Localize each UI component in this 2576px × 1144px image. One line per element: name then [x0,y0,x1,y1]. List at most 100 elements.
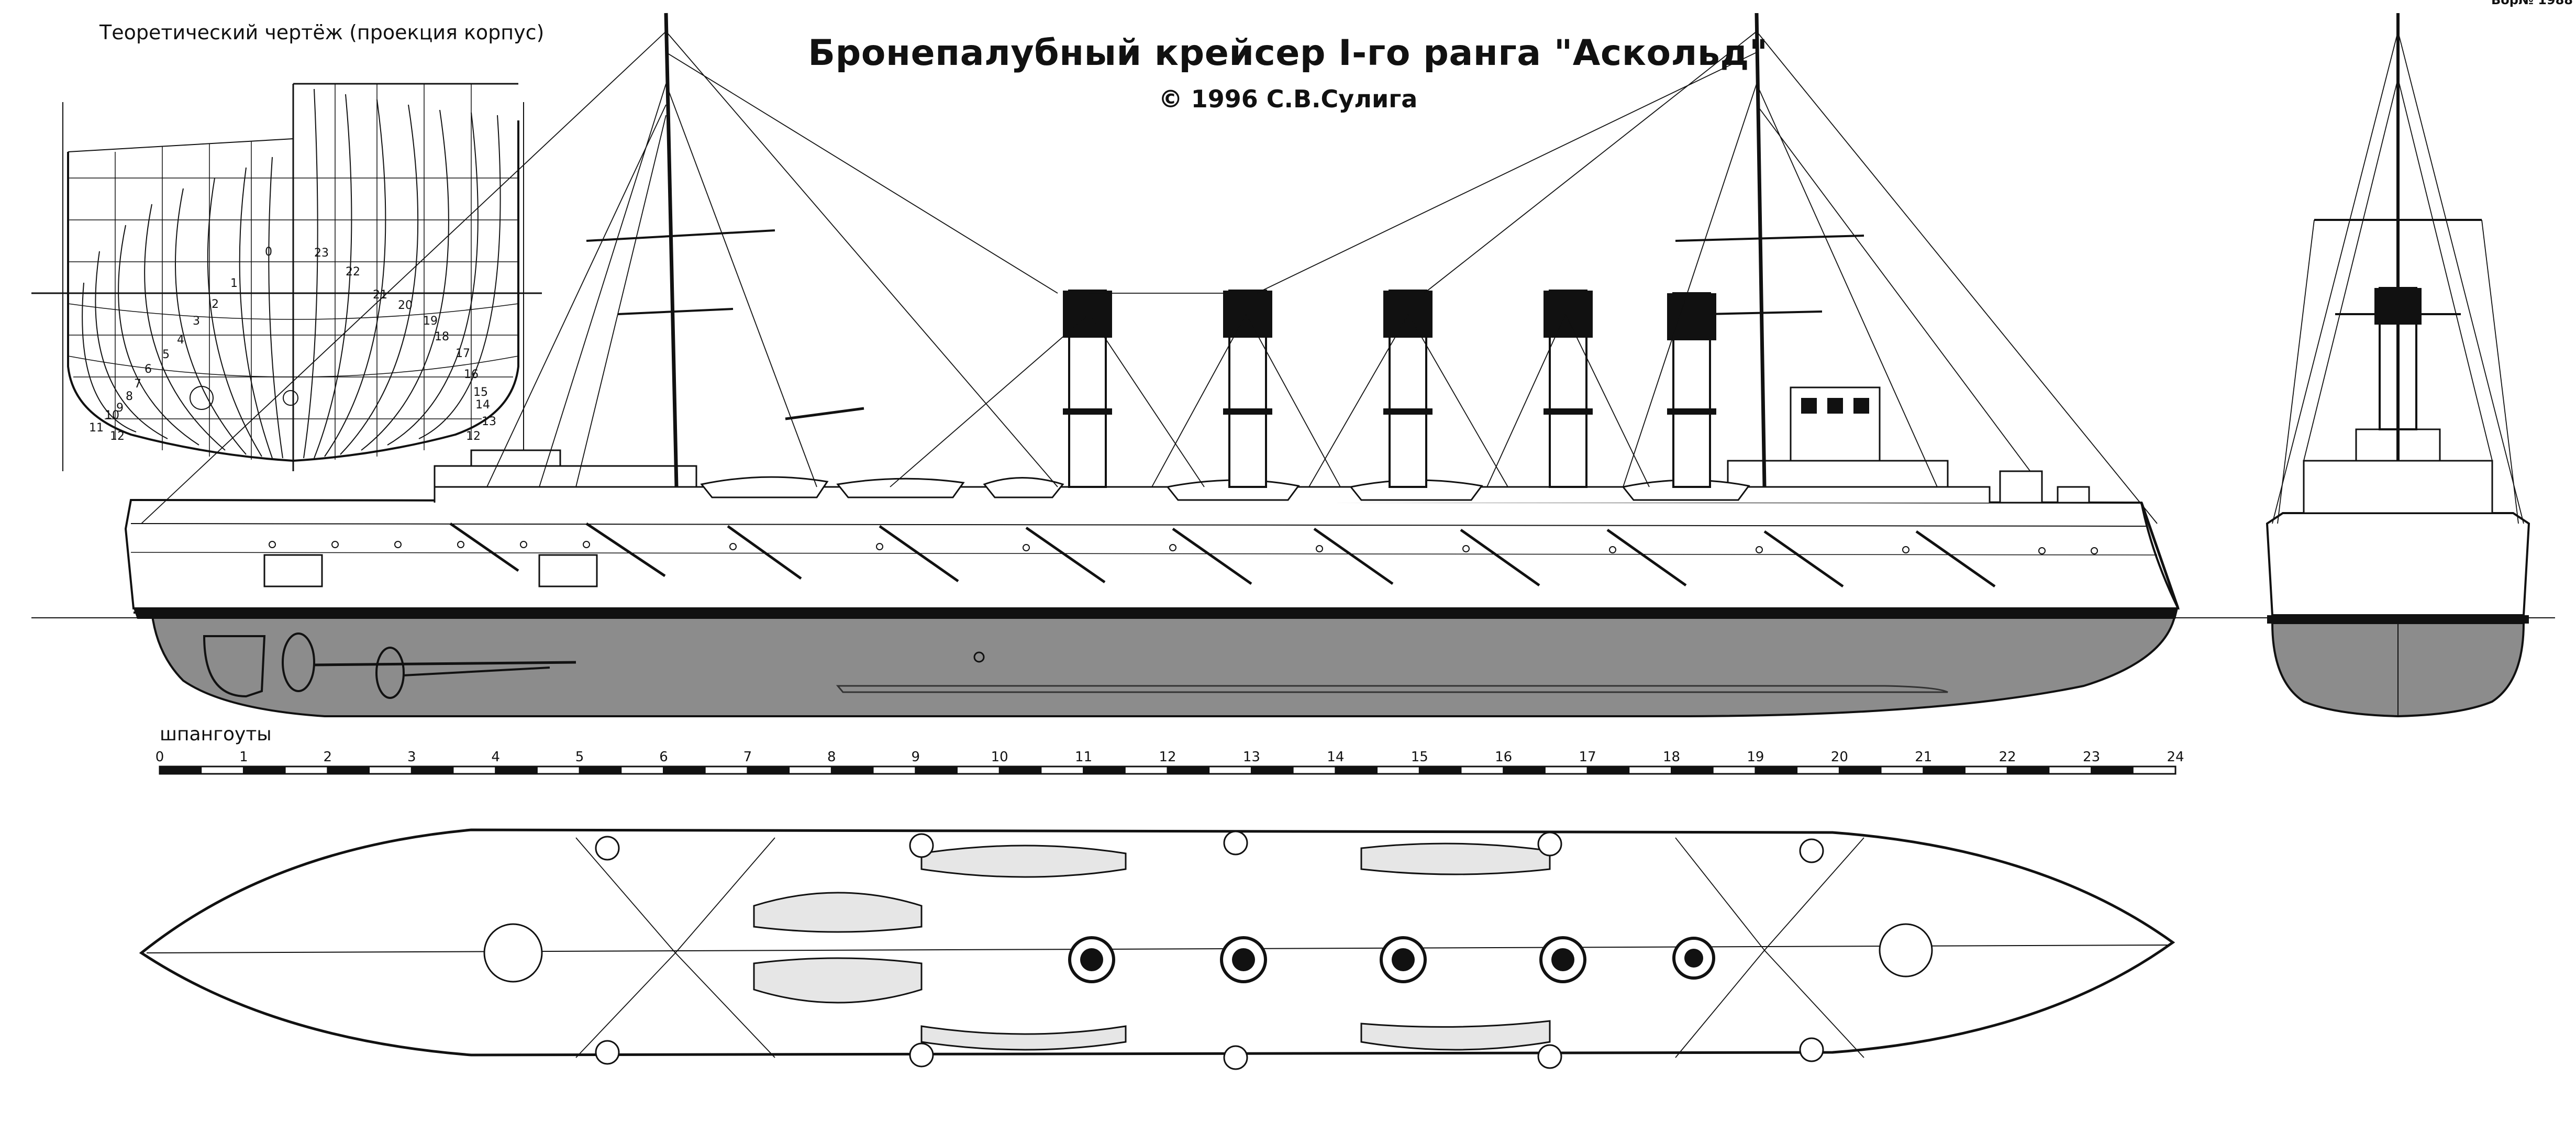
svg-text:14: 14 [475,398,490,412]
scale-segment [1000,767,1042,774]
svg-text:2: 2 [212,298,219,311]
deck-rigging [575,837,1864,1058]
scale-label: 19 [1747,749,1764,765]
side-boats [700,476,1750,501]
fore-bridge [434,465,697,488]
copyright-line: © 1996 С.В.Сулига [1158,85,1418,113]
scale-segment [1419,767,1462,774]
deck-outline [139,828,2175,1057]
drawing-title: Бронепалубный крейсер I-го ранга "Асколь… [808,32,1768,74]
body-plan [31,83,542,471]
svg-text:23: 23 [314,247,329,260]
rigging [141,31,2158,524]
scale-label: 24 [2167,749,2184,765]
scale-label: 23 [2083,749,2100,765]
scale-label: 3 [407,749,416,765]
svg-text:18: 18 [435,330,449,343]
svg-text:4: 4 [177,334,184,347]
scale-segment [1335,767,1378,774]
scale-label: 1 [239,749,248,765]
scale-segment [1083,767,1126,774]
scale-segment [1755,767,1798,774]
sheet-number: Вор№ 1988 [2491,0,2573,7]
svg-text:6: 6 [145,363,152,376]
svg-text:19: 19 [423,315,438,328]
scale-label: 9 [911,749,920,765]
svg-text:12: 12 [466,430,481,443]
scale-label: 5 [575,749,584,765]
scale-segment [243,767,286,774]
scale-label: 22 [1999,749,2016,765]
underwater-hull [134,612,2177,717]
deck-boats [753,842,1551,1051]
scale-segment [160,767,202,774]
svg-text:0: 0 [265,246,272,259]
svg-text:15: 15 [473,386,488,399]
funnel-2 [1223,290,1272,488]
svg-text:13: 13 [482,415,496,428]
funnel-1 [1063,290,1112,488]
scale-label: 11 [1075,749,1092,765]
bilge-keel [836,685,1948,693]
scale-segment [663,767,706,774]
svg-text:8: 8 [126,390,133,403]
funnels [1063,290,1716,488]
scale-label: 15 [1411,749,1428,765]
scale-segment [915,767,958,774]
upper-hull [124,498,2180,609]
scale-label: 13 [1243,749,1260,765]
svg-text:5: 5 [162,348,170,361]
svg-text:11: 11 [89,421,104,435]
svg-text:16: 16 [464,368,479,381]
main-mast [1755,13,1767,487]
scale-segment [2091,767,2134,774]
scale-label: 14 [1327,749,1344,765]
svg-text:10: 10 [105,409,119,422]
deck-centerline [146,945,2168,953]
deck-plan [139,828,2175,1070]
scale-label: 10 [991,749,1008,765]
svg-text:3: 3 [193,315,200,328]
scale-segment [1923,767,1966,774]
scale-label: 8 [827,749,836,765]
fore-mast [664,13,679,487]
scale-label: 7 [743,749,752,765]
scale-segment [495,767,538,774]
scale-segment [1168,767,1210,774]
scale-segment [327,767,370,774]
boot-topping [134,608,2178,619]
propeller-2 [375,647,405,699]
side-elevation [31,13,2241,717]
svg-text:20: 20 [398,299,413,312]
masts [586,13,1864,487]
front-upper-hull [2266,512,2530,616]
propeller-1 [282,632,315,692]
deck-guns [483,830,1933,1070]
funnel-3 [1383,290,1433,488]
scale-segment [831,767,874,774]
scale-label: 4 [491,749,500,765]
scale-label: 2 [324,749,332,765]
scale-segment [747,767,790,774]
boat-crane [785,407,864,420]
scale-segment [1587,767,1630,774]
funnel-4 [1544,290,1593,488]
svg-text:7: 7 [134,377,141,391]
svg-text:12: 12 [110,430,125,443]
funnel-5 [1667,292,1716,488]
svg-text:1: 1 [230,277,238,290]
front-view [2241,13,2555,718]
scale-label: 20 [1831,749,1848,765]
net-booms [449,522,1996,588]
scale-segment [1251,767,1294,774]
scale-segment [580,767,622,774]
scale-segment [2007,767,2050,774]
body-plan-hull-outline [67,120,519,462]
svg-text:22: 22 [346,265,360,279]
body-plan-caption: Теоретический чертёж (проекция корпус) [99,21,545,44]
svg-text:17: 17 [456,347,470,360]
scale-label: 12 [1159,749,1176,765]
